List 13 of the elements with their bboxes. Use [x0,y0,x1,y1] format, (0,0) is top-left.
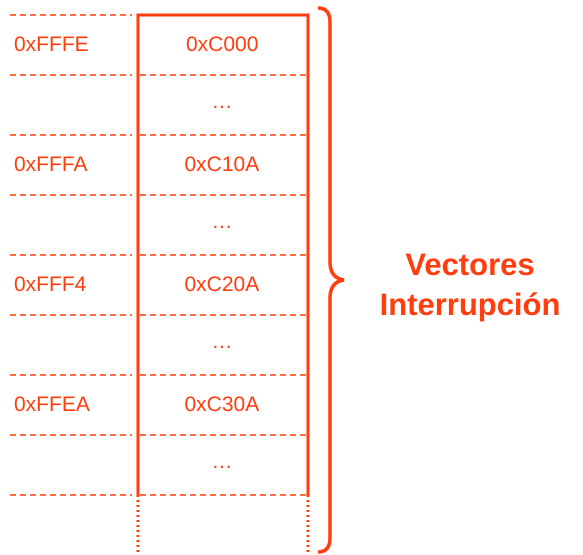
ellipsis: … [212,210,232,234]
vector-value: 0xC10A [184,153,260,177]
ellipsis: … [212,450,232,474]
ellipsis: … [212,330,232,354]
vector-value: 0xC30A [184,393,260,417]
ellipsis: … [212,90,232,114]
memory-address: 0xFFFA [14,153,88,177]
memory-address: 0xFFEA [14,393,90,417]
vector-value: 0xC20A [184,273,260,297]
memory-address: 0xFFFE [14,33,89,57]
vector-value: 0xC000 [186,33,258,57]
side-heading: Vectores Interrupción [378,246,562,324]
memory-address: 0xFFF4 [14,273,86,297]
